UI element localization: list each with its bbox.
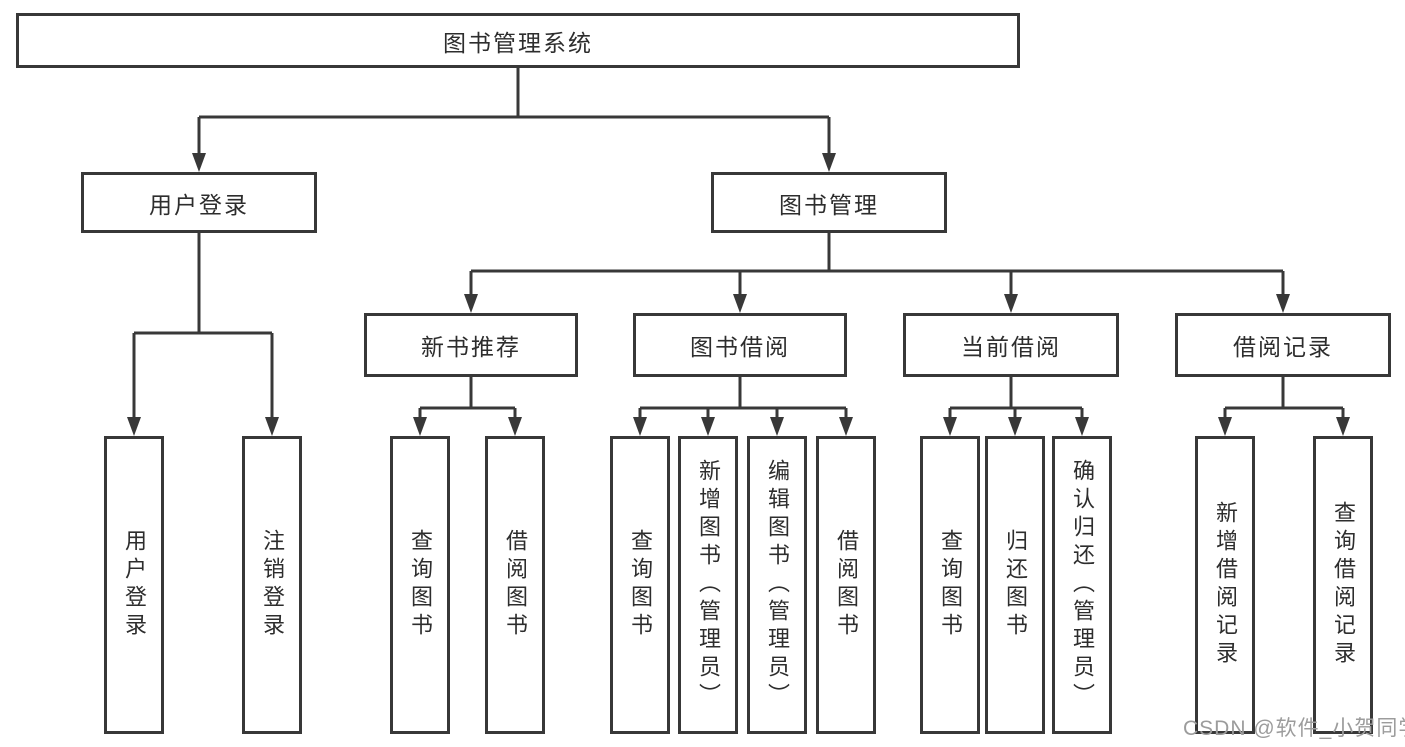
arrow-down-icon — [1276, 294, 1290, 313]
watermark: CSDN @软件_小贺同学 — [1183, 717, 1405, 740]
arrow-down-icon — [839, 417, 853, 436]
leaf-bb-borrow-books: 借阅图书 — [816, 436, 876, 734]
leaf-label: 编辑图书（管理员） — [765, 459, 790, 711]
leaf-label: 查询图书 — [628, 529, 653, 641]
leaf-br-add-record: 新增借阅记录 — [1195, 436, 1255, 734]
arrow-down-icon — [464, 294, 478, 313]
leaf-bb-add-books-admin: 新增图书（管理员） — [678, 436, 738, 734]
leaf-label: 归还图书 — [1003, 529, 1028, 641]
leaf-bb-edit-books-admin: 编辑图书（管理员） — [747, 436, 807, 734]
leaf-nbr-query-books: 查询图书 — [390, 436, 450, 734]
leaf-label: 查询图书 — [938, 529, 963, 641]
node-book-management-system: 图书管理系统 — [16, 13, 1020, 68]
node-current-borrowing: 当前借阅 — [903, 313, 1119, 377]
node-label: 图书管理系统 — [443, 29, 593, 56]
leaf-br-query-record: 查询借阅记录 — [1313, 436, 1373, 734]
connector-root-branch — [197, 68, 831, 154]
leaf-label: 新增借阅记录 — [1213, 501, 1238, 669]
arrow-down-icon — [1218, 417, 1232, 436]
node-book-borrowing: 图书借阅 — [633, 313, 847, 377]
node-label: 图书管理 — [779, 191, 879, 218]
arrow-down-icon — [943, 417, 957, 436]
leaf-label: 借阅图书 — [503, 529, 528, 641]
node-label: 当前借阅 — [961, 334, 1061, 360]
connector-borrowing-records-branch — [1223, 377, 1345, 418]
leaf-user-login: 用户登录 — [104, 436, 164, 734]
arrow-down-icon — [1075, 417, 1089, 436]
arrow-down-icon — [1004, 294, 1018, 313]
arrowheads — [127, 153, 1350, 436]
arrow-down-icon — [1008, 417, 1022, 436]
arrow-down-icon — [770, 417, 784, 436]
node-user-login: 用户登录 — [81, 172, 317, 233]
node-new-book-recommend: 新书推荐 — [364, 313, 578, 377]
leaf-label: 新增图书（管理员） — [696, 459, 721, 711]
leaf-cb-query-books: 查询图书 — [920, 436, 980, 734]
leaf-bb-query-books: 查询图书 — [610, 436, 670, 734]
node-label: 用户登录 — [149, 191, 249, 218]
leaf-label: 借阅图书 — [834, 529, 859, 641]
arrow-down-icon — [192, 153, 206, 172]
node-book-management: 图书管理 — [711, 172, 947, 233]
arrow-down-icon — [413, 417, 427, 436]
leaf-label: 确认归还（管理员） — [1070, 459, 1095, 711]
node-borrowing-records: 借阅记录 — [1175, 313, 1391, 377]
arrow-down-icon — [508, 417, 522, 436]
arrow-down-icon — [733, 294, 747, 313]
node-label: 借阅记录 — [1233, 334, 1333, 360]
connector-book-borrowing-branch — [638, 377, 848, 418]
arrow-down-icon — [127, 417, 141, 436]
connector-current-borrowing-branch — [948, 377, 1084, 418]
leaf-label: 查询图书 — [408, 529, 433, 641]
leaf-nbr-borrow-books: 借阅图书 — [485, 436, 545, 734]
connector-new-book-recommend-branch — [418, 377, 517, 418]
arrow-down-icon — [701, 417, 715, 436]
leaf-logout: 注销登录 — [242, 436, 302, 734]
node-label: 图书借阅 — [690, 334, 790, 360]
leaf-label: 用户登录 — [122, 529, 147, 641]
arrow-down-icon — [265, 417, 279, 436]
arrow-down-icon — [822, 153, 836, 172]
leaf-cb-confirm-return-admin: 确认归还（管理员） — [1052, 436, 1112, 734]
arrow-down-icon — [1336, 417, 1350, 436]
leaf-cb-return-books: 归还图书 — [985, 436, 1045, 734]
arrow-down-icon — [633, 417, 647, 436]
connector-user-login-branch — [132, 233, 274, 418]
leaf-label: 查询借阅记录 — [1331, 501, 1356, 669]
connector-book-management-branch — [469, 233, 1285, 295]
connector-lines — [132, 68, 1345, 418]
leaf-label: 注销登录 — [260, 529, 285, 641]
node-label: 新书推荐 — [421, 334, 521, 360]
